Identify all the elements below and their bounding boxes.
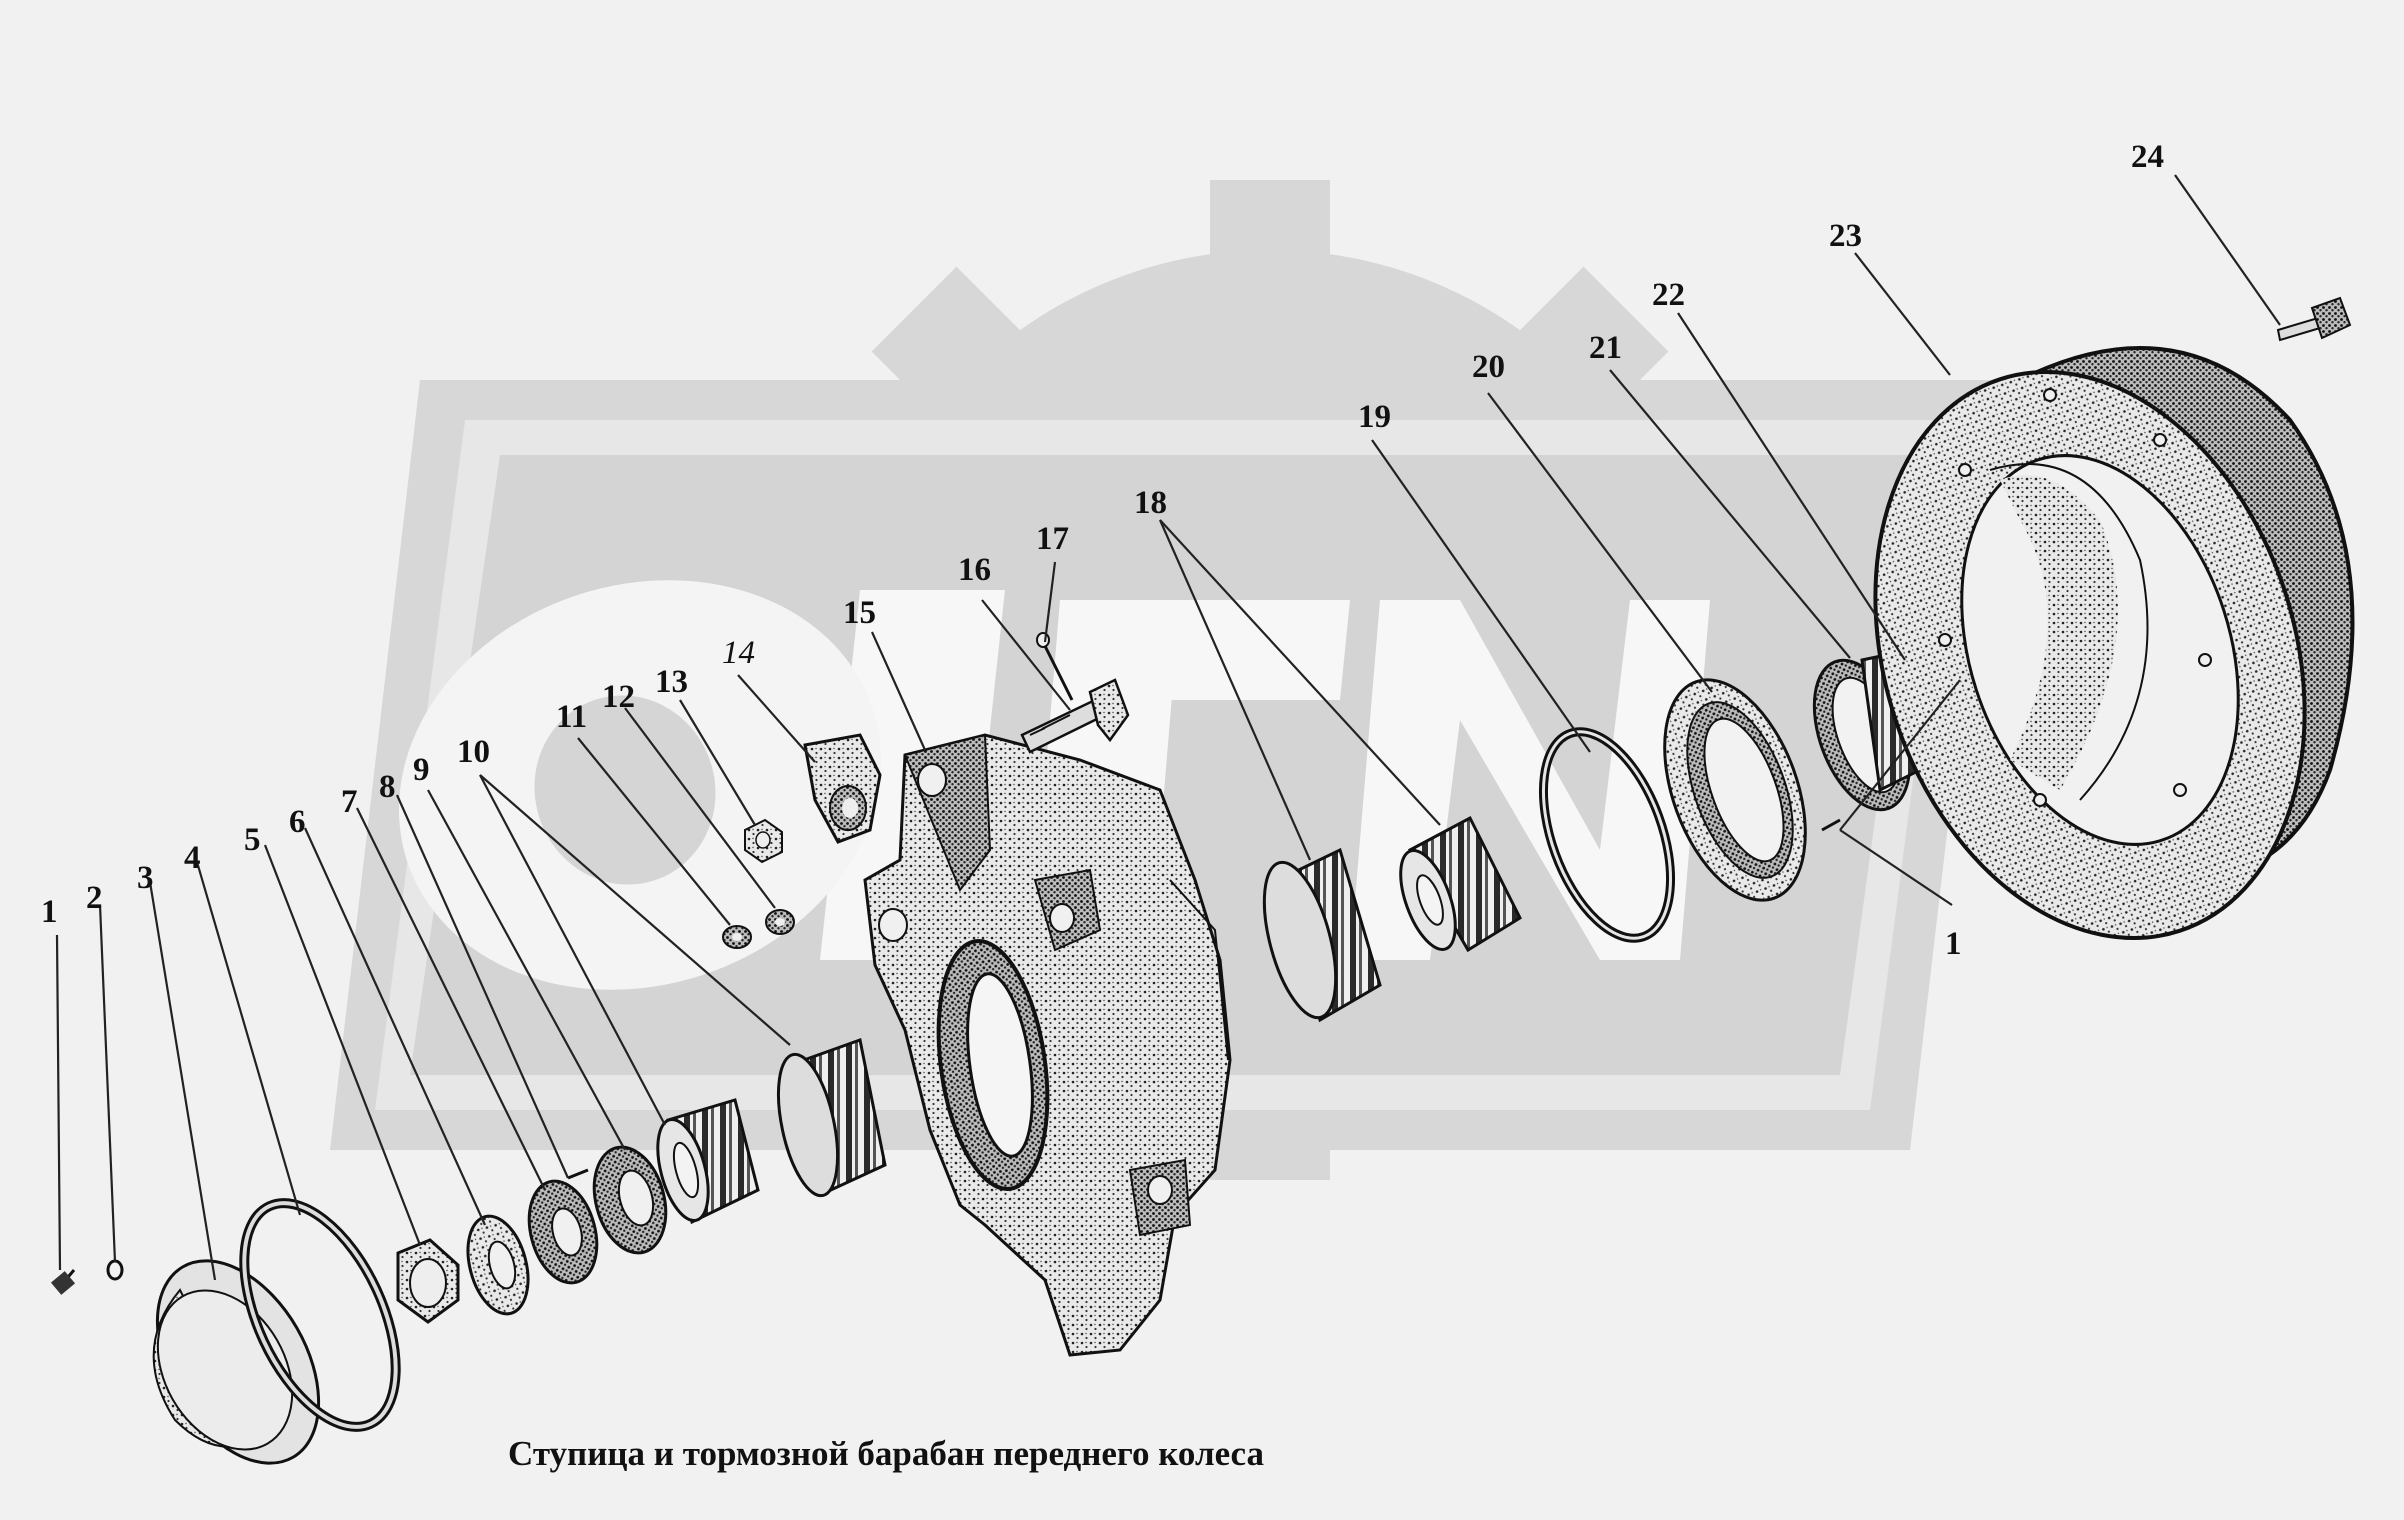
callout-19: 19 [1358, 399, 1391, 435]
callout-14: 14 [722, 635, 755, 671]
part-18-bearing-race [1262, 847, 1382, 1023]
callout-24: 24 [2131, 139, 2164, 175]
part-outer-bearing-race [776, 1038, 887, 1198]
callout-6: 6 [289, 804, 306, 840]
part-14-bracket [803, 733, 882, 844]
callout-1-right: 1 [1945, 926, 1962, 962]
callout-1: 1 [41, 894, 58, 930]
callout-16: 16 [958, 552, 991, 588]
callout-5: 5 [244, 822, 261, 858]
part-4-gasket [239, 1198, 401, 1432]
part-1-bolt [50, 1269, 76, 1295]
part-10-outer-bearing [656, 1098, 760, 1225]
part-24-bolt [2276, 296, 2352, 342]
callout-11: 11 [556, 699, 587, 735]
part-18-bearing-cone [1399, 815, 1522, 953]
part-11-washer [722, 925, 752, 949]
callout-20: 20 [1472, 349, 1505, 385]
callout-8: 8 [379, 769, 396, 805]
part-1-screw-right [1821, 818, 1841, 832]
callout-10: 10 [457, 734, 490, 770]
callout-4: 4 [184, 840, 201, 876]
callout-21: 21 [1589, 330, 1622, 366]
callout-22: 22 [1652, 277, 1685, 313]
part-5-nut [396, 1238, 460, 1324]
part-3-hub-cap [152, 1259, 321, 1465]
part-16-stud [1020, 678, 1130, 754]
part-6-washer [466, 1214, 530, 1316]
part-13-nut [744, 818, 783, 864]
part-12-washer [765, 909, 795, 935]
part-8-pin [567, 1168, 589, 1180]
part-20-seal-housing [1663, 678, 1807, 902]
callout-7: 7 [341, 784, 358, 820]
part-23-brake-drum [1873, 346, 2355, 940]
part-7-lock-washer [527, 1179, 599, 1285]
callout-17: 17 [1036, 521, 1069, 557]
callout-3: 3 [137, 860, 154, 896]
part-2-washer [106, 1259, 124, 1281]
part-15-hub [863, 733, 1232, 1357]
leader-lines [55, 174, 2281, 1281]
diagram-caption: Ступица и тормозной барабан переднего ко… [508, 1434, 1264, 1473]
callout-23: 23 [1829, 218, 1862, 254]
callout-18: 18 [1134, 485, 1167, 521]
part-9-adjusting-nut [592, 1145, 668, 1255]
callout-2: 2 [86, 880, 103, 916]
callout-12: 12 [602, 679, 635, 715]
callout-15: 15 [843, 595, 876, 631]
callouts: 1 2 3 4 5 6 7 8 9 10 11 12 13 14 15 16 1… [41, 139, 2164, 962]
part-19-gasket [1538, 727, 1676, 943]
callout-13: 13 [655, 664, 688, 700]
parts [50, 296, 2355, 1465]
callout-9: 9 [413, 752, 430, 788]
